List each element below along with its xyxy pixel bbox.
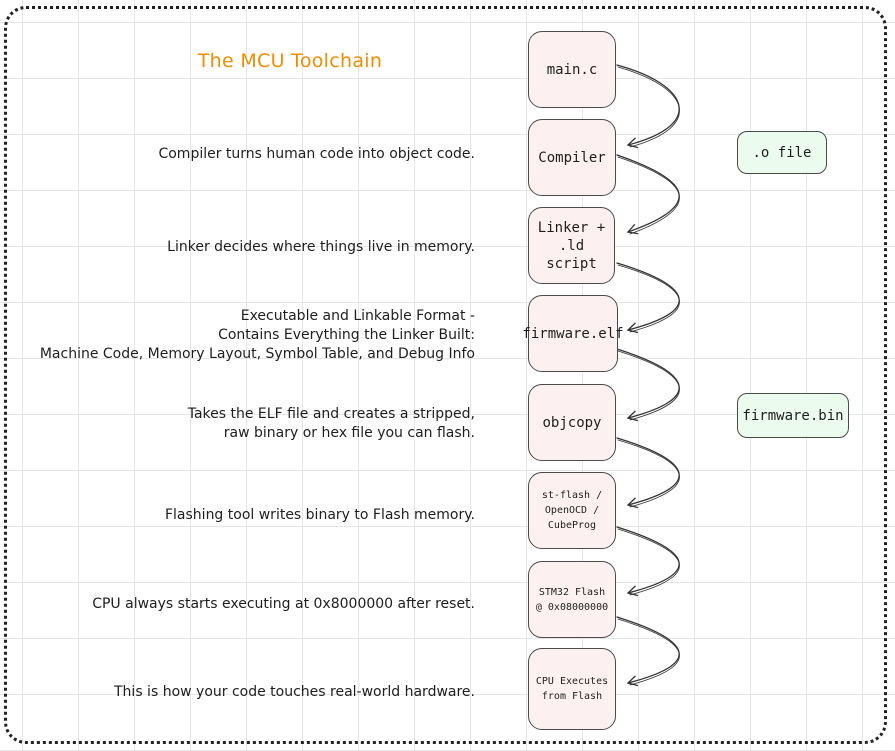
arrow-elf-to-objcopy — [616, 348, 680, 422]
step-main-c: main.c — [528, 31, 616, 108]
arrow-objcopy-to-flashtool — [616, 437, 680, 509]
artifact-firmware-bin: firmware.bin — [737, 393, 849, 438]
diagram-frame — [4, 6, 887, 744]
arrow-flashtool-to-stm32 — [616, 526, 680, 597]
step-objcopy: objcopy — [528, 384, 616, 461]
hardware-description: This is how your code touches real-world… — [114, 684, 475, 700]
arrow-stm32-to-cpu — [616, 616, 680, 687]
linker-description: Linker decides where things live in memo… — [167, 239, 475, 255]
objcopy-description: Takes the ELF file and creates a strippe… — [187, 406, 475, 441]
step-firmware-elf: firmware.elf — [522, 295, 624, 372]
diagram-title: The MCU Toolchain — [197, 50, 383, 72]
step-linker: Linker + .ld script — [528, 207, 615, 284]
artifact-o-file: .o file — [737, 131, 827, 174]
step-flash-tool: st-flash / OpenOCD / CubeProg — [528, 472, 616, 549]
arrow-compiler-to-linker — [616, 154, 680, 235]
arrow-linker-to-elf — [616, 262, 680, 334]
step-compiler: Compiler — [528, 119, 616, 196]
flashing-description: Flashing tool writes binary to Flash mem… — [164, 507, 475, 523]
cpu-start-description: CPU always starts executing at 0x8000000… — [92, 596, 475, 612]
step-stm32-flash: STM32 Flash @ 0x08000000 — [528, 561, 616, 638]
elf-description: Executable and Linkable Format - Contain… — [39, 308, 475, 362]
compiler-description: Compiler turns human code into object co… — [158, 146, 475, 162]
step-cpu-executes: CPU Executes from Flash — [528, 648, 616, 730]
arrow-main-to-compiler — [616, 64, 680, 149]
